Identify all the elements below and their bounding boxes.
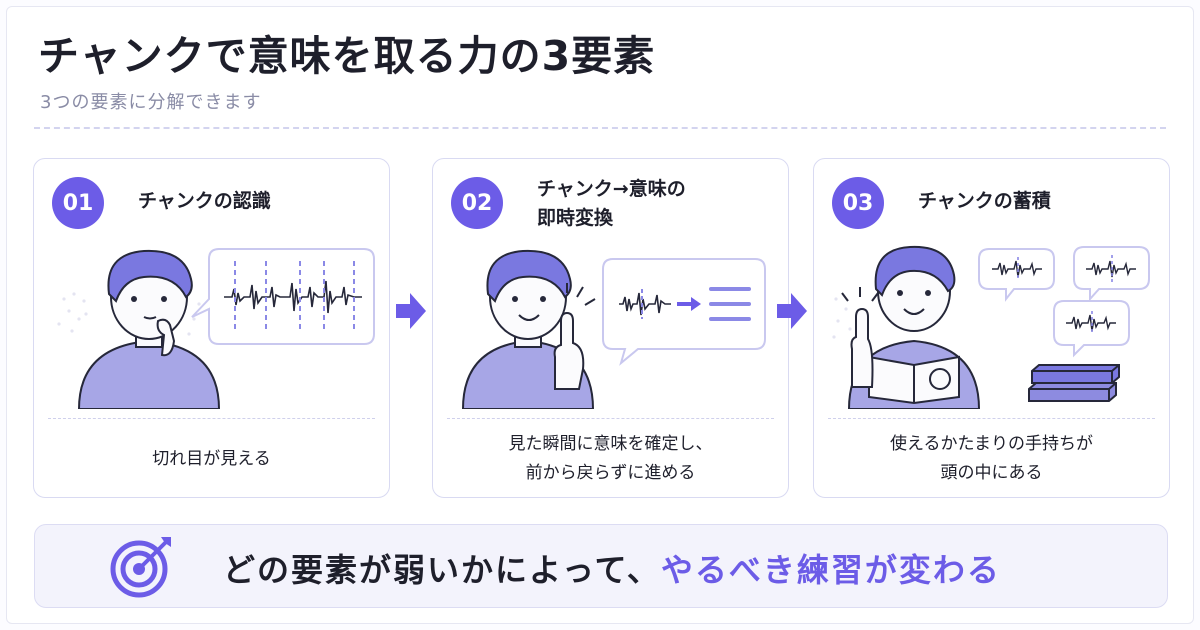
conclusion-banner: どの要素が弱いかによって、やるべき練習が変わる [34,524,1168,608]
card-caption: 見た瞬間に意味を確定し、 前から戻らずに進める [443,427,778,491]
sound-wave-icon [224,280,362,314]
caption-line: 頭の中にある [940,463,1043,483]
pointing-person-illustration [461,249,766,409]
page-subtitle: 3つの要素に分解できます [40,92,262,113]
caption-line: 前から戻らずに進める [525,463,696,483]
speech-bubble-icon [978,246,1150,358]
card-title: チャンクの認識 [138,190,271,212]
caption-line: 切れ目が見える [152,448,271,469]
caption-line: 見た瞬間に意味を確定し、 [508,434,713,454]
book-stack-icon [1028,364,1120,402]
sound-wave-icon [992,260,1136,332]
card-accumulation: 03 チャンクの蓄積 [813,158,1170,498]
card-divider [828,418,1155,419]
arrow-right-icon [777,293,807,329]
card-title: チャンクの蓄積 [918,190,1051,212]
card-caption: 切れ目が見える [44,427,379,491]
page-title: チャンクで意味を取る力の3要素 [38,32,656,80]
card-divider [447,418,774,419]
step-number-badge: 03 [832,177,884,229]
card-title: チャンク→意味の 即時変換 [537,175,767,233]
speech-bubble-icon [602,258,766,366]
thinking-person-illustration [57,248,375,409]
card-caption: 使えるかたまりの手持ちが 頭の中にある [824,427,1159,491]
card-title-line: チャンク→意味の [537,178,686,200]
card-conversion: 02 チャンク→意味の 即時変換 見た瞬間に意味を確定し、 前から戻らずに進める [432,158,789,498]
conclusion-lead: どの要素が弱いかによって、 [223,551,661,589]
conclusion-accent: やるべき練習が変わる [660,551,1001,589]
card-recognition: 01 チャンクの認識 切れ目が見える [33,158,390,498]
header-divider [34,127,1166,129]
sound-wave-icon [619,292,671,316]
step-number-badge: 02 [451,177,503,229]
card-divider [48,418,375,419]
target-icon [110,537,171,598]
reading-person-illustration [832,245,1150,409]
card-title-line: 即時変換 [537,207,614,229]
caption-line: 使えるかたまりの手持ちが [890,434,1093,454]
conclusion-text: どの要素が弱いかによって、やるべき練習が変わる [223,545,1001,591]
step-number-badge: 01 [52,177,104,229]
arrow-right-icon [396,293,426,329]
